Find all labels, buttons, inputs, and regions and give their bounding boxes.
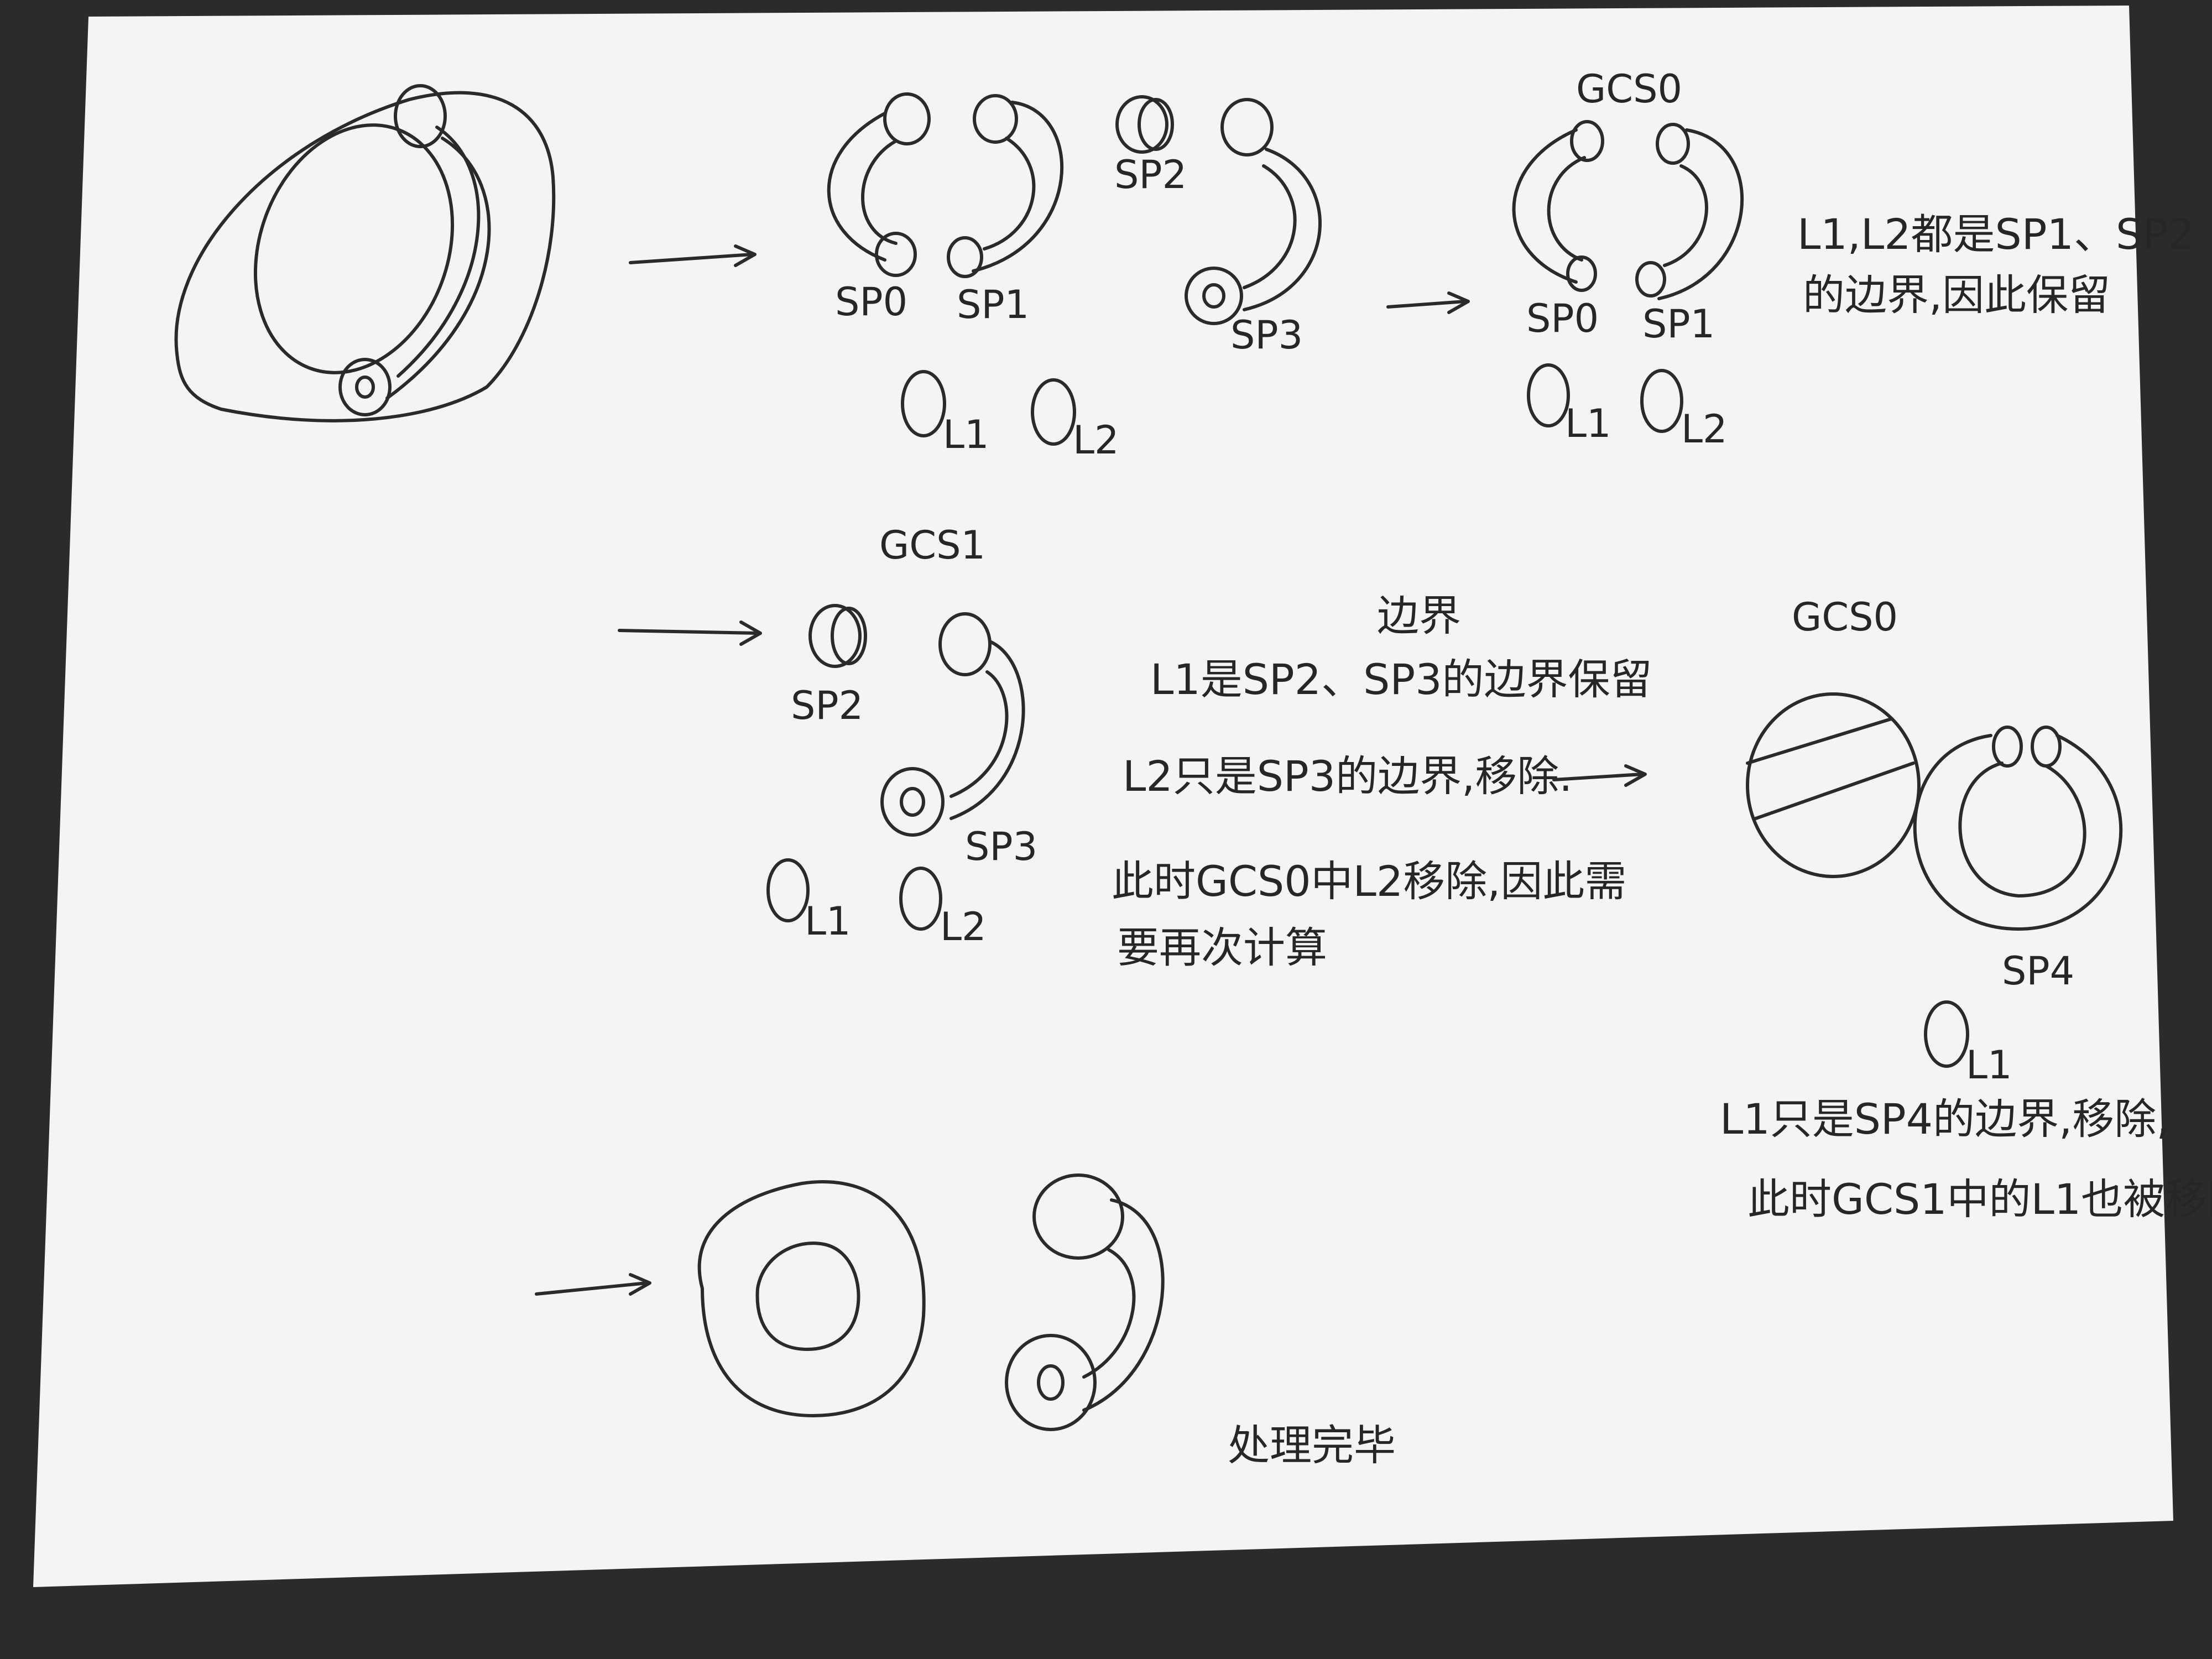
note-4-line2: 要再次计算 xyxy=(1117,923,1327,972)
paper-sheet xyxy=(33,6,2173,1587)
disk-shape xyxy=(1746,692,1921,878)
note-5-line1: L1只是SP4的边界,移除, xyxy=(1720,1094,2169,1144)
arrow-2-head xyxy=(1447,291,1470,314)
arrow-2 xyxy=(1386,300,1467,309)
label-gcs0-a: GCS0 xyxy=(1576,66,1682,112)
label-sp0-a: SP0 xyxy=(835,279,907,325)
final-handle xyxy=(1005,1173,1165,1431)
label-l2-a: L2 xyxy=(1073,418,1119,463)
sp2-shape-a xyxy=(1115,95,1174,154)
sp0-shape-a xyxy=(827,92,931,277)
label-sp2-a: SP2 xyxy=(1114,152,1187,197)
label-l1-a: L1 xyxy=(943,412,989,457)
note-2-insert: 边界 xyxy=(1377,591,1461,640)
label-sp3-a: SP3 xyxy=(1230,312,1303,358)
label-gcs1: GCS1 xyxy=(879,523,985,568)
note-1-line1: L1,L2都是SP1、SP2 xyxy=(1797,210,2194,259)
label-l1-c: L1 xyxy=(805,899,851,944)
final-annulus xyxy=(697,1180,926,1417)
note-4-line1: 此时GCS0中L2移除,因此需 xyxy=(1112,857,1626,906)
label-l1-d: L1 xyxy=(1966,1042,2012,1088)
sp3-shape-b xyxy=(880,612,1025,837)
label-l1-b: L1 xyxy=(1565,401,1611,446)
note-3-line1: L2只是SP3的边界,移除. xyxy=(1123,752,1572,801)
sp0-shape-b xyxy=(1512,120,1604,292)
label-sp2-b: SP2 xyxy=(791,683,863,728)
loop-l2-c xyxy=(899,867,942,931)
original-shape xyxy=(174,84,556,422)
loop-l2-b xyxy=(1640,369,1683,433)
note-5-line2: 此时GCS1中的L1也被移除. xyxy=(1747,1175,2212,1224)
label-gcs0-b: GCS0 xyxy=(1792,594,1898,640)
label-sp4: SP4 xyxy=(2002,948,2074,994)
arrow-3 xyxy=(618,629,759,635)
label-sp0-b: SP0 xyxy=(1526,296,1599,341)
loop-l1-b xyxy=(1527,363,1570,427)
sp1-shape-a xyxy=(947,94,1064,278)
sp2-shape-b xyxy=(808,604,867,668)
arrow-1-head xyxy=(734,244,757,267)
label-l2-b: L2 xyxy=(1681,406,1728,452)
arrow-4 xyxy=(1552,773,1644,781)
label-sp1-b: SP1 xyxy=(1642,301,1715,347)
note-6-line1: 处理完毕 xyxy=(1228,1421,1396,1470)
note-2-line1: L1是SP2、SP3的边界保留 xyxy=(1150,655,1652,704)
sp1-shape-b xyxy=(1635,123,1744,300)
sp4-shape xyxy=(1913,726,2123,931)
loop-l1-d xyxy=(1924,1000,1969,1068)
note-1-line2: 的边界,因此保留 xyxy=(1803,270,2110,320)
loop-l1-a xyxy=(901,370,946,437)
loop-l1-c xyxy=(766,858,810,922)
arrow-3-head xyxy=(739,620,762,646)
label-sp1-a: SP1 xyxy=(957,282,1029,327)
arrow-5 xyxy=(535,1281,649,1296)
sp3-shape-a xyxy=(1185,98,1322,325)
loop-l2-a xyxy=(1031,378,1076,446)
arrow-4-head xyxy=(1624,764,1647,787)
label-sp3-b: SP3 xyxy=(965,824,1037,869)
label-l2-c: L2 xyxy=(940,904,987,950)
arrow-1 xyxy=(629,253,754,264)
arrow-5-head xyxy=(629,1273,651,1296)
